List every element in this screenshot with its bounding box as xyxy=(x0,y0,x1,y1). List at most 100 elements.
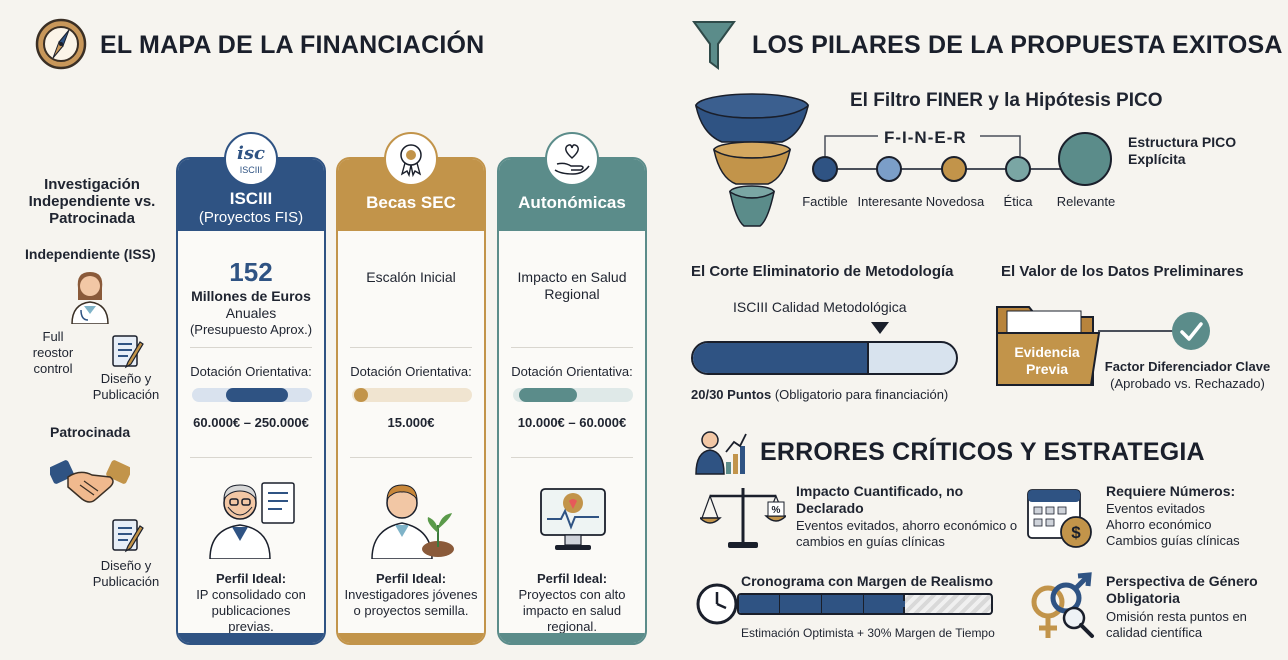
card-isciii-title: ISCIII xyxy=(229,189,273,208)
range-bar-track xyxy=(352,388,472,402)
compass-icon xyxy=(35,18,87,70)
svg-text:$: $ xyxy=(1071,523,1081,542)
gender-text: Omisión resta puntos en calidad científi… xyxy=(1106,609,1247,640)
heart-hand-icon xyxy=(545,132,599,186)
finer-dot-factible xyxy=(812,156,838,182)
finer-item-etica: Ética xyxy=(1003,194,1033,209)
finer-item-relevante: Relevante xyxy=(1056,194,1116,209)
range-bar-fill xyxy=(519,388,577,402)
independent-label: Independiente (ISS) xyxy=(25,246,156,262)
impact-text: Eventos evitados, ahorro económico o cam… xyxy=(796,518,1018,549)
method-score-bar xyxy=(691,341,958,375)
method-marker-icon xyxy=(871,322,889,334)
card-becas-title: Becas SEC xyxy=(366,193,456,212)
card-autonomicas: Autonómicas Impacto en Salud Regional Do… xyxy=(497,157,647,645)
range-value: 10.000€ – 60.000€ xyxy=(517,415,627,430)
numbers-title: Requiere Números: xyxy=(1106,483,1236,499)
range-value: 60.000€ – 250.000€ xyxy=(193,415,309,430)
numbers-item-1: Eventos evitados xyxy=(1106,501,1206,516)
method-score-bold: 20/30 Puntos xyxy=(691,387,772,402)
budget-period: Anuales xyxy=(225,305,277,321)
gender-symbols-icon xyxy=(1022,572,1098,644)
factor-label: Factor Diferenciador Clave xyxy=(1104,359,1271,374)
dotacion-label: Dotación Orientativa: xyxy=(190,364,312,379)
finer-heading: El Filtro FINER y la Hipótesis PICO xyxy=(850,90,1163,111)
balance-scale-icon: % xyxy=(698,482,788,552)
budget-note: (Presupuesto Aprox.) xyxy=(189,322,313,337)
prelim-heading: El Valor de los Datos Preliminares xyxy=(1001,263,1244,280)
card-becas-sec: Becas SEC Escalón Inicial Dotación Orien… xyxy=(336,157,486,645)
young-researcher-icon xyxy=(368,477,458,560)
finer-item-novedosa: Novedosa xyxy=(925,194,985,209)
folder-icon xyxy=(993,297,1103,389)
folder-label: Evidencia Previa xyxy=(1014,344,1080,377)
dotacion-label: Dotación Orientativa: xyxy=(350,364,472,379)
profile-text: Proyectos con alto impacto en salud regi… xyxy=(518,587,626,634)
autonomicas-desc: Impacto en Salud Regional xyxy=(517,269,627,302)
method-bar-label: ISCIII Calidad Metodológica xyxy=(733,299,907,315)
finer-dot-etica xyxy=(1005,156,1031,182)
range-bar-fill xyxy=(226,388,288,402)
method-score-note: (Obligatorio para financiación) xyxy=(774,387,949,402)
finer-item-interesante: Interesante xyxy=(857,194,923,209)
method-score: 20/30 Puntos (Obligatorio para financiac… xyxy=(691,387,948,403)
design-publication-text-1: Diseño y Publicación xyxy=(92,371,160,402)
finer-dot-novedosa xyxy=(941,156,967,182)
senior-doctor-icon xyxy=(206,477,298,560)
profile-label: Perfil Ideal: xyxy=(215,571,287,586)
growth-chart-icon xyxy=(692,428,748,476)
profile-text: Investigadores jóvenes o proyectos semil… xyxy=(344,587,478,618)
research-type-heading: Investigación Independiente vs. Patrocin… xyxy=(28,176,156,227)
check-icon xyxy=(1172,312,1210,350)
gender-title: Perspectiva de Género Obligatoria xyxy=(1106,573,1258,606)
isciii-logo-icon: isc ISCIII xyxy=(224,132,278,186)
numbers-item-3: Cambios guías clínicas xyxy=(1106,533,1240,548)
profile-label: Perfil Ideal: xyxy=(536,571,608,586)
dotacion-label: Dotación Orientativa: xyxy=(511,364,633,379)
profile-text: IP consolidado con publicaciones previas… xyxy=(196,587,306,634)
finer-dot-relevante xyxy=(1058,132,1112,186)
timeline-title: Cronograma con Margen de Realismo xyxy=(741,573,994,589)
finer-acronym: F-I-N-E-R xyxy=(884,128,967,147)
prelim-connector xyxy=(1098,330,1178,332)
card-isciii-subtitle: (Proyectos FIS) xyxy=(198,209,304,226)
finer-item-factible: Factible xyxy=(802,194,848,209)
clock-icon xyxy=(695,582,739,626)
sponsored-label: Patrocinada xyxy=(50,424,131,440)
pico-label: Estructura PICO Explícita xyxy=(1128,134,1237,167)
timeline-optimistic-segment xyxy=(739,595,905,613)
isciii-logo-text: isc xyxy=(237,143,265,164)
doctor-icon xyxy=(66,266,114,325)
finer-funnel-icon xyxy=(692,92,812,242)
medal-icon xyxy=(384,132,438,186)
health-monitor-icon xyxy=(535,481,611,557)
card-autonomicas-title: Autonómicas xyxy=(518,193,626,212)
method-score-fill xyxy=(693,343,870,373)
budget-number: 152 xyxy=(229,257,273,287)
method-heading: El Corte Eliminatorio de Metodología xyxy=(691,263,954,280)
funnel-icon xyxy=(692,18,736,72)
funding-map-title: EL MAPA DE LA FINANCIACIÓN xyxy=(100,31,485,59)
finer-dot-interesante xyxy=(876,156,902,182)
profile-label: Perfil Ideal: xyxy=(375,571,447,586)
document-pen-icon-2 xyxy=(110,518,146,554)
calendar-money-icon: $ xyxy=(1024,482,1096,552)
design-publication-text-2: Diseño y Publicación xyxy=(92,558,160,589)
timeline-bar xyxy=(737,593,993,615)
errors-title: ERRORES CRÍTICOS Y ESTRATEGIA xyxy=(760,438,1205,466)
numbers-item-2: Ahorro económico xyxy=(1106,517,1212,532)
svg-text:%: % xyxy=(772,505,781,516)
factor-note: (Aprobado vs. Rechazado) xyxy=(1110,376,1265,391)
card-isciii: ISCIII (Proyectos FIS) 152 Millones de E… xyxy=(176,157,326,645)
becas-desc: Escalón Inicial xyxy=(366,269,456,285)
document-pen-icon xyxy=(110,334,146,370)
isciii-logo-sub: ISCIII xyxy=(239,165,263,175)
budget-unit: Millones de Euros xyxy=(191,288,311,304)
pillars-title: LOS PILARES DE LA PROPUESTA EXITOSA xyxy=(752,31,1283,59)
range-value: 15.000€ xyxy=(387,415,435,430)
handshake-icon xyxy=(48,455,132,511)
range-bar-dot xyxy=(354,388,368,402)
impact-title: Impacto Cuantificado, no Declarado xyxy=(796,483,964,516)
timeline-note: Estimación Optimista + 30% Margen de Tie… xyxy=(741,626,995,640)
full-control-text: Full reostor control xyxy=(32,329,74,376)
